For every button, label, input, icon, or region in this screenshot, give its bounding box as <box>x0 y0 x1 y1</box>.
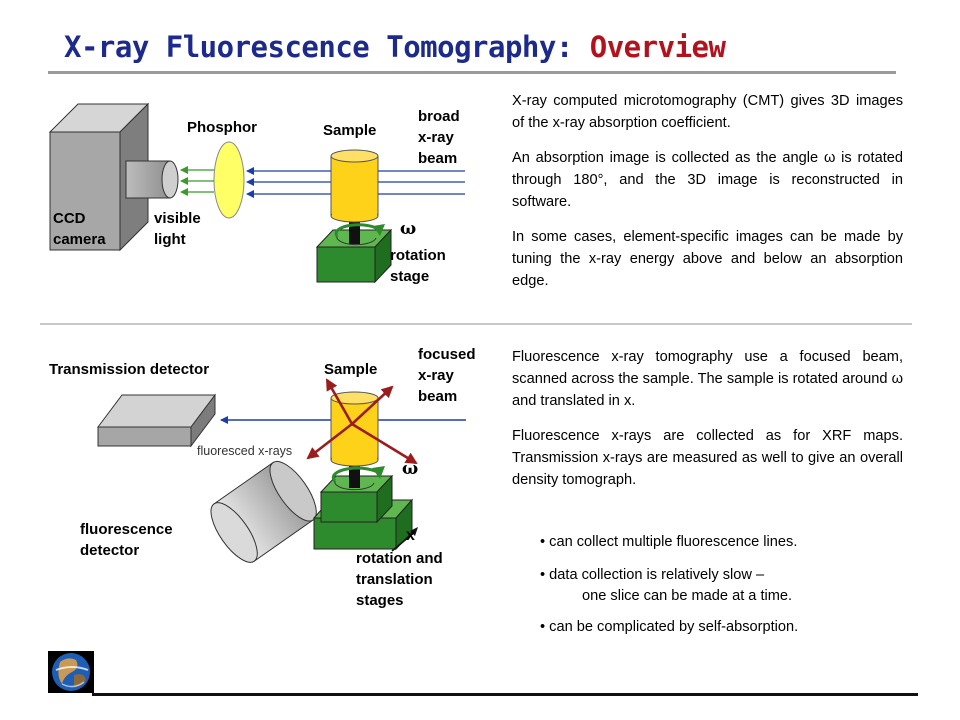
focused-beam-paragraph: Fluorescence x-ray tomography use a focu… <box>512 349 903 409</box>
bottom-sample <box>330 391 379 467</box>
element-specific-paragraph: In some cases, element-specific images c… <box>512 229 903 289</box>
title-accent: Overview <box>589 30 726 64</box>
title-main: X-ray Fluorescence Tomography: <box>64 30 573 64</box>
bottom-description: Fluorescence x-ray tomography use a focu… <box>512 346 903 491</box>
bullet-slow-collection-cont: one slice can be made at a time. <box>582 588 793 604</box>
page-title: X-ray Fluorescence Tomography: Overview <box>64 30 726 64</box>
top-sample <box>330 149 379 223</box>
transmission-detector-label: Transmission detector <box>49 361 210 378</box>
title-rule <box>48 71 896 74</box>
top-rotation-stage <box>315 216 393 284</box>
top-omega-symbol: ω <box>400 219 417 239</box>
transmission-detector <box>97 393 216 448</box>
bullet-slow-collection: • data collection is relatively slow – <box>540 567 765 583</box>
absorption-paragraph: An absorption image is collected as the … <box>512 150 903 210</box>
section-divider <box>40 323 912 325</box>
bullet-multiple-lines: • can collect multiple fluorescence line… <box>540 534 798 550</box>
bullet-self-absorption: • can be complicated by self-absorption. <box>540 619 799 635</box>
fluoresced-xray-arrows <box>306 378 418 465</box>
phosphor-label: Phosphor <box>187 119 257 136</box>
earth-globe-icon <box>48 651 94 693</box>
bottom-sample-label: Sample <box>324 361 378 378</box>
fluorescence-detector <box>210 460 317 563</box>
xrf-paragraph: Fluorescence x-rays are collected as for… <box>512 428 903 488</box>
ccd-camera <box>48 102 179 252</box>
fluoresced-xrays-label: fluoresced x-rays <box>197 444 293 458</box>
top-sample-label: Sample <box>323 122 377 139</box>
translation-axis-arrow <box>391 530 417 552</box>
phosphor-screen <box>213 141 245 219</box>
translation-x-label: x <box>406 527 415 544</box>
bottom-omega-symbol: ω <box>402 459 419 479</box>
visible-light-arrows <box>180 166 214 196</box>
bottom-rotation-stage <box>319 460 394 524</box>
cmt-paragraph: X-ray computed microtomography (CMT) giv… <box>512 93 903 131</box>
footer-rule <box>92 693 918 696</box>
top-description: X-ray computed microtomography (CMT) giv… <box>512 90 903 292</box>
